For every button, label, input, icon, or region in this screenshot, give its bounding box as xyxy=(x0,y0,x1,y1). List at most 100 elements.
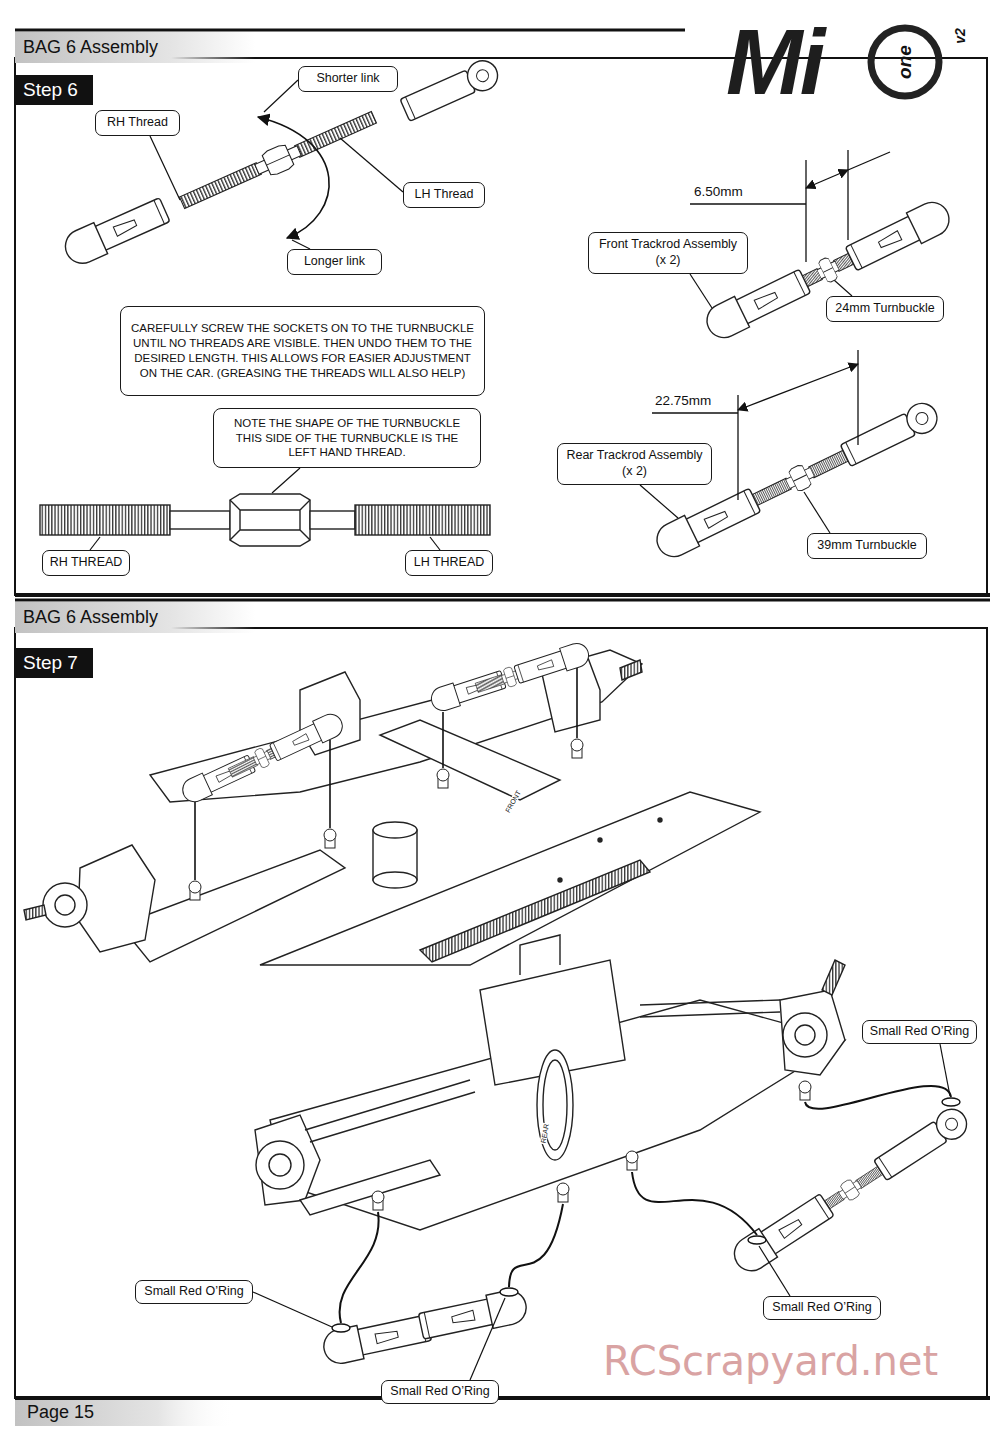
dimension-label: 6.50mm xyxy=(694,184,743,199)
box-text: Rear Trackrod Assembly (x 2) xyxy=(564,448,705,479)
rear-chassis xyxy=(783,1013,827,1057)
exploded-trackrod xyxy=(258,117,329,238)
logo-ring xyxy=(871,28,939,96)
rear-chassis xyxy=(795,1025,815,1045)
front-chassis xyxy=(24,650,760,965)
rear-steering-links xyxy=(759,1246,790,1296)
page-frame xyxy=(15,58,987,595)
callout-box: 39mm Turnbuckle xyxy=(807,533,927,559)
section-header: BAG 6 Assembly xyxy=(15,32,255,63)
rear-steering-links xyxy=(321,1311,433,1367)
box-text: BAG 6 Assembly xyxy=(23,607,158,628)
rear-steering-links xyxy=(626,1151,638,1170)
rear-chassis xyxy=(300,1160,440,1215)
leader-line xyxy=(272,468,300,493)
front-trackrod xyxy=(701,266,812,343)
note-box: NOTE THE SHAPE OF THE TURNBUCKLE THIS SI… xyxy=(213,408,481,468)
box-text: Front Trackrod Assembly (x 2) xyxy=(595,237,741,268)
rear-chassis xyxy=(269,1154,291,1176)
front-trackrod xyxy=(844,197,955,274)
leader-line xyxy=(640,485,678,518)
rear-steering-links xyxy=(340,1212,379,1323)
rear-steering-links xyxy=(253,1044,950,1380)
leader-line xyxy=(690,274,712,308)
logo-text: one xyxy=(894,45,916,79)
callout-box: RH THREAD xyxy=(42,550,130,576)
callout-box: RH Thread xyxy=(95,110,180,136)
front-steering-links xyxy=(428,668,507,714)
rear-steering-links xyxy=(942,1098,960,1106)
turnbuckle-detail xyxy=(355,505,490,535)
rear-steering-links xyxy=(940,1044,950,1096)
front-chassis xyxy=(260,792,760,965)
leader-line xyxy=(264,80,298,112)
callout-box: Small Red O’Ring xyxy=(381,1380,499,1404)
exploded-trackrod xyxy=(60,56,502,269)
rear-steering-links xyxy=(418,1288,530,1344)
box-text: Step 6 xyxy=(23,79,78,101)
box-text: BAG 6 Assembly xyxy=(23,37,158,58)
logo-text: v2 xyxy=(952,28,968,44)
dimension-line xyxy=(848,152,890,170)
rear-chassis xyxy=(822,960,845,995)
leader-line xyxy=(90,80,852,550)
front-chassis xyxy=(43,883,87,927)
leader-line xyxy=(834,280,852,296)
box-text: LH THREAD xyxy=(414,555,485,571)
front-chassis xyxy=(78,845,155,952)
dimension-line xyxy=(690,203,806,204)
note-box: CAREFULLY SCREW THE SOCKETS ON TO THE TU… xyxy=(120,306,485,396)
dimension-line xyxy=(737,395,738,500)
page-frame xyxy=(15,30,990,1398)
box-text: RH THREAD xyxy=(50,555,123,571)
dimension-line xyxy=(847,150,848,240)
page-frame xyxy=(15,628,987,1398)
box-text: NOTE THE SHAPE OF THE TURNBUCKLE THIS SI… xyxy=(224,416,470,461)
front-steering-links xyxy=(576,668,578,738)
turnbuckle-detail xyxy=(170,511,230,529)
box-text: LH Thread xyxy=(415,187,474,203)
callout-box: Small Red O’Ring xyxy=(135,1280,253,1304)
front-chassis xyxy=(55,895,75,915)
leader-line xyxy=(90,537,100,550)
rear-steering-links xyxy=(748,1236,766,1244)
front-chassis xyxy=(558,878,562,882)
box-text: Small Red O’Ring xyxy=(144,1284,243,1300)
rear-steering-links xyxy=(632,1172,757,1235)
box-text: Small Red O’Ring xyxy=(772,1300,871,1316)
dimension-line xyxy=(805,160,806,262)
rear-steering-links xyxy=(728,1191,836,1278)
front-chassis xyxy=(373,872,417,888)
section-header: BAG 6 Assembly xyxy=(15,602,255,633)
rear-chassis xyxy=(256,1141,304,1189)
front-steering-links xyxy=(324,829,336,848)
exploded-trackrod xyxy=(60,194,172,269)
leader-line xyxy=(340,138,403,192)
turnbuckle-detail xyxy=(40,494,490,546)
callout-box: Shorter link xyxy=(298,66,398,92)
callout-box: Front Trackrod Assembly (x 2) xyxy=(588,232,748,274)
box-text: Longer link xyxy=(304,254,365,270)
leader-line xyxy=(430,537,440,550)
page-frame xyxy=(15,593,990,597)
front-chassis xyxy=(24,905,46,920)
front-steering-links xyxy=(195,668,577,880)
watermark: RCScrapyard.net xyxy=(603,1338,938,1384)
front-steering-links xyxy=(194,802,196,880)
front-steering-links xyxy=(268,710,346,763)
turnbuckle-detail xyxy=(40,505,170,535)
callout-box: Longer link xyxy=(287,249,382,275)
step-badge: Step 6 xyxy=(15,75,93,105)
box-text: Small Red O’Ring xyxy=(390,1384,489,1400)
turnbuckle-detail xyxy=(230,494,310,546)
rear-steering-links xyxy=(253,1044,972,1380)
rear-steering-links xyxy=(500,1288,518,1296)
callout-box: Small Red O’Ring xyxy=(862,1020,977,1044)
rear-steering-links xyxy=(470,1298,505,1380)
front-steering-links xyxy=(513,640,592,686)
dimension-line xyxy=(652,412,738,413)
page-band xyxy=(15,1400,235,1426)
rear-steering-links xyxy=(372,1191,384,1210)
rear-steering-links xyxy=(253,1292,332,1327)
step-badge: Step 7 xyxy=(15,648,93,678)
